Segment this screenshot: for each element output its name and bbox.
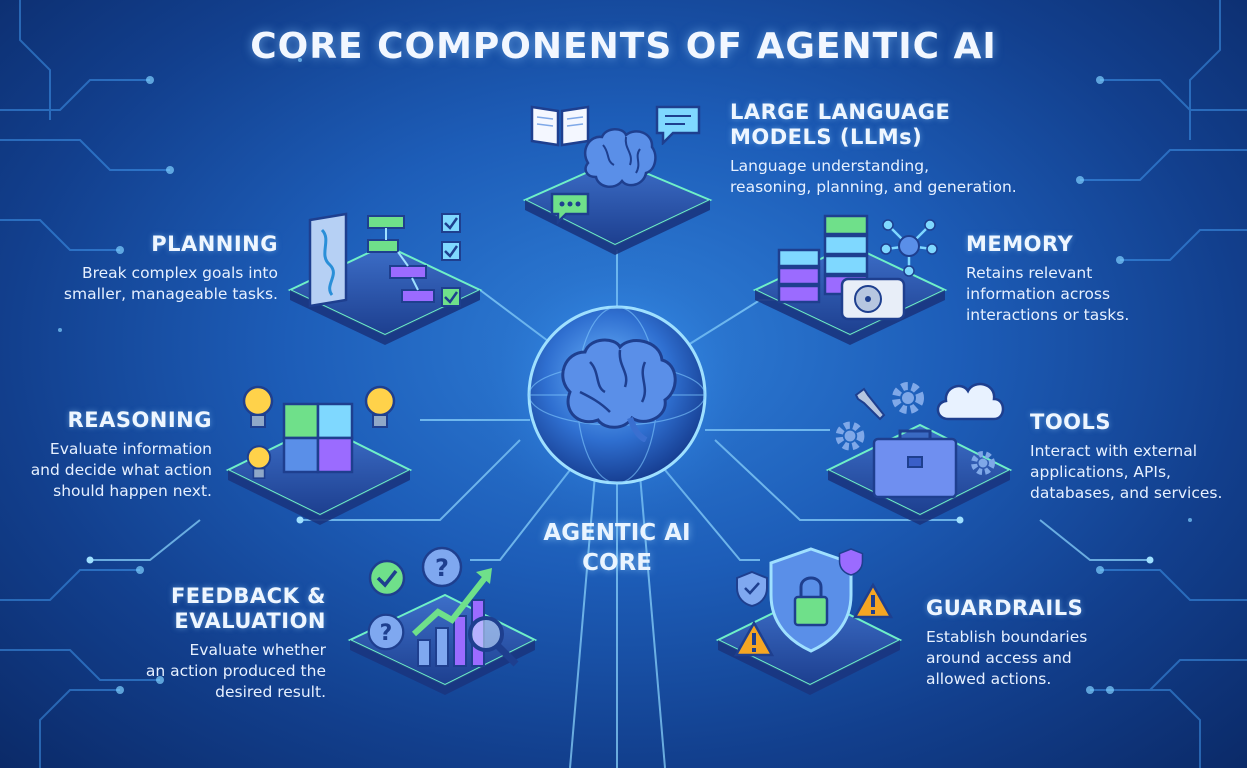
feedback-desc-line1: Evaluate whether xyxy=(189,641,326,659)
tools-heading: TOOLS xyxy=(1030,410,1112,434)
gear-icon xyxy=(835,421,865,451)
server-icon xyxy=(777,214,869,304)
question-icon: ? xyxy=(367,613,405,651)
svg-text:?: ? xyxy=(380,621,393,646)
planning-desc-line1: Break complex goals into xyxy=(81,264,278,282)
lightbulb-icon xyxy=(242,385,274,428)
svg-text:?: ? xyxy=(435,554,449,582)
llm-desc-line2: reasoning, planning, and generation. xyxy=(730,178,1017,196)
core-label-line1: AGENTIC AI xyxy=(543,520,691,546)
feedback-heading-line2: EVALUATION xyxy=(174,609,326,633)
reasoning-heading: REASONING xyxy=(67,408,212,432)
magnifier-icon xyxy=(468,616,519,667)
feedback-heading-line1: FEEDBACK & xyxy=(170,584,326,608)
llm-description: Language understanding, reasoning, plann… xyxy=(730,156,1090,198)
planning-block: PLANNING Break complex goals into smalle… xyxy=(20,232,278,305)
lightbulb-icon xyxy=(364,385,396,428)
guardrails-heading: GUARDRAILS xyxy=(926,596,1084,620)
gear-icon xyxy=(971,451,995,475)
llm-desc-line1: Language understanding, xyxy=(730,157,930,175)
llm-heading-line2: MODELS (LLMs) xyxy=(730,125,923,149)
memory-block: MEMORY Retains relevant information acro… xyxy=(966,232,1236,326)
llm-heading-line1: LARGE LANGUAGE xyxy=(730,100,951,124)
gear-icon xyxy=(892,382,924,414)
shield-icon xyxy=(838,548,864,576)
core-label: AGENTIC AI CORE xyxy=(517,518,717,578)
core-label-line2: CORE xyxy=(582,550,652,576)
page-title: CORE COMPONENTS OF AGENTIC AI xyxy=(250,26,997,67)
llm-block: LARGE LANGUAGE MODELS (LLMs) Language un… xyxy=(730,100,1090,198)
checkmark-icon xyxy=(368,559,406,597)
memory-desc-line1: Retains relevant xyxy=(966,264,1093,282)
feedback-block: FEEDBACK & EVALUATION Evaluate whether a… xyxy=(110,584,326,703)
lightbulb-icon xyxy=(246,445,272,479)
memory-desc-line3: interactions or tasks. xyxy=(966,306,1130,324)
guardrails-desc-line3: allowed actions. xyxy=(926,670,1052,688)
shield-lock-icon xyxy=(769,547,853,653)
planning-heading: PLANNING xyxy=(151,232,278,256)
reasoning-desc-line2: and decide what action xyxy=(30,461,212,479)
question-icon: ? xyxy=(421,546,463,588)
planning-desc-line2: smaller, manageable tasks. xyxy=(63,285,278,303)
tools-description: Interact with external applications, API… xyxy=(1030,441,1244,504)
feedback-desc-line3: desired result. xyxy=(215,683,326,701)
cloud-icon xyxy=(936,382,1005,421)
toolbox-icon xyxy=(872,429,958,499)
chart-up-icon xyxy=(411,568,492,667)
reasoning-block: REASONING Evaluate information and decid… xyxy=(4,408,212,502)
guardrails-desc-line2: around access and xyxy=(926,649,1072,667)
feedback-description: Evaluate whether an action produced the … xyxy=(110,640,326,703)
chat-icon xyxy=(655,105,701,145)
feedback-desc-line2: an action produced the xyxy=(145,662,326,680)
llm-heading: LARGE LANGUAGE MODELS (LLMs) xyxy=(730,100,1090,150)
shield-check-icon xyxy=(736,570,768,608)
feedback-heading: FEEDBACK & EVALUATION xyxy=(110,584,326,634)
tools-desc-line3: databases, and services. xyxy=(1030,484,1223,502)
hard-drive-icon xyxy=(840,277,906,321)
book-icon xyxy=(530,105,590,147)
memory-description: Retains relevant information across inte… xyxy=(966,263,1236,326)
tools-block: TOOLS Interact with external application… xyxy=(1030,410,1244,504)
tools-desc-line2: applications, APIs, xyxy=(1030,463,1171,481)
guardrails-description: Establish boundaries around access and a… xyxy=(926,627,1186,690)
puzzle-icon xyxy=(282,402,354,474)
memory-heading: MEMORY xyxy=(966,232,1074,256)
flowchart-icon xyxy=(308,212,461,308)
memory-desc-line2: information across xyxy=(966,285,1111,303)
network-icon xyxy=(880,219,938,277)
warning-icon xyxy=(852,582,894,619)
reasoning-desc-line1: Evaluate information xyxy=(49,440,212,458)
tools-desc-line1: Interact with external xyxy=(1030,442,1197,460)
guardrails-block: GUARDRAILS Establish boundaries around a… xyxy=(926,596,1186,690)
reasoning-desc-line3: should happen next. xyxy=(53,482,212,500)
brain-icon xyxy=(561,338,677,442)
warning-icon xyxy=(733,620,775,657)
reasoning-description: Evaluate information and decide what act… xyxy=(4,439,212,502)
planning-description: Break complex goals into smaller, manage… xyxy=(20,263,278,305)
guardrails-desc-line1: Establish boundaries xyxy=(926,628,1088,646)
chat-icon xyxy=(550,192,590,224)
brain-icon xyxy=(583,128,657,189)
wrench-icon xyxy=(854,387,886,421)
